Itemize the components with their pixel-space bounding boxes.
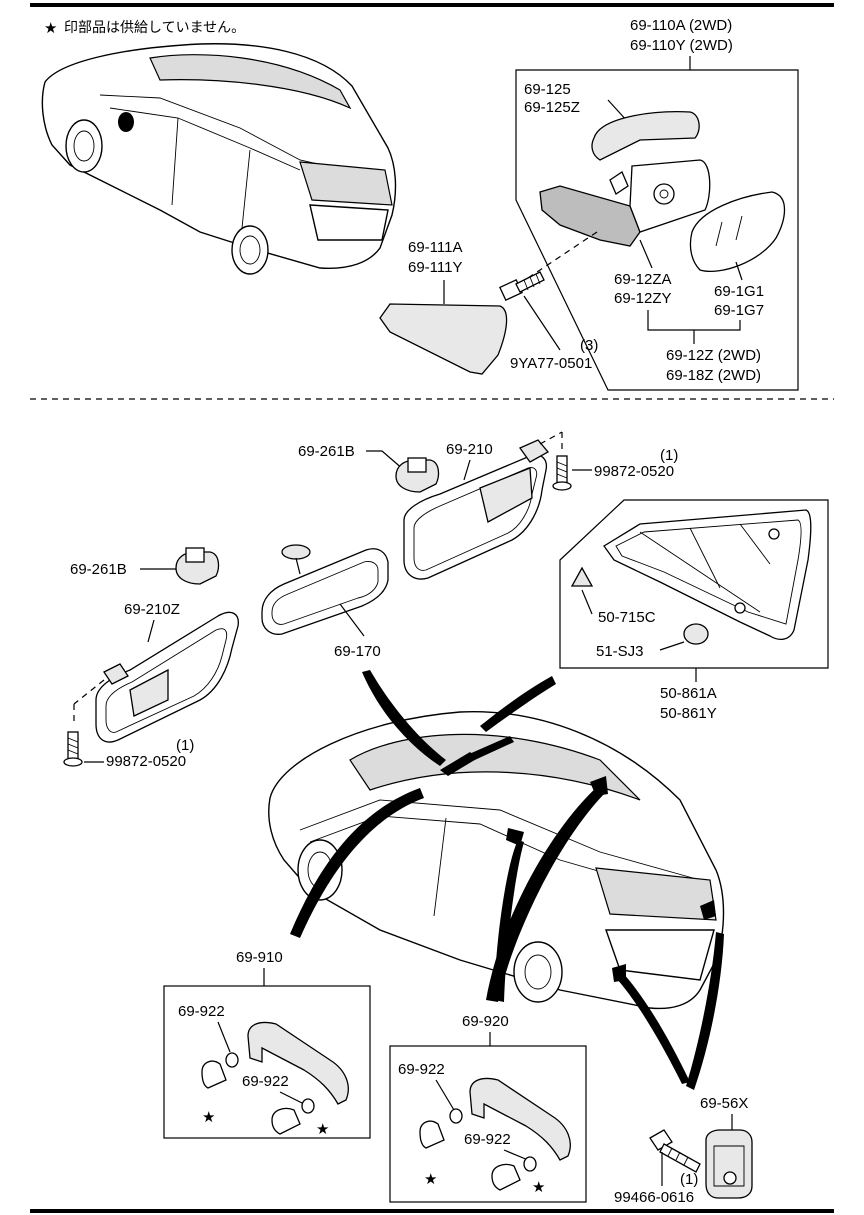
label-69-12z: 69-12Z (2WD) bbox=[666, 347, 761, 364]
star-c: ★ bbox=[424, 1171, 437, 1188]
mirror-garnish bbox=[379, 303, 508, 375]
leader-handle-front bbox=[290, 788, 424, 938]
label-50-861a: 50-861A bbox=[660, 685, 717, 702]
clip-50-715c bbox=[570, 566, 594, 587]
mirror-glass bbox=[689, 191, 786, 272]
note-star: ★ bbox=[44, 20, 57, 37]
screw-99872-upper bbox=[552, 455, 572, 491]
leader-hook-2 bbox=[616, 972, 690, 1084]
clip-51-sj3 bbox=[683, 623, 709, 645]
label-69-125: 69-125 bbox=[524, 81, 571, 98]
assist-grip-front bbox=[247, 1021, 349, 1105]
grip-box-front bbox=[163, 985, 371, 1139]
label-qty1-hook: (1) bbox=[680, 1171, 698, 1188]
top-border bbox=[30, 3, 834, 7]
quarter-trim-box bbox=[559, 499, 829, 669]
sun-visor-holder-upper bbox=[395, 457, 440, 493]
leader-handle-rear-2 bbox=[494, 840, 524, 1002]
label-69-110a: 69-110A (2WD) bbox=[630, 17, 732, 34]
label-50-861y: 50-861Y bbox=[660, 705, 717, 722]
label-69-1g7: 69-1G7 bbox=[714, 302, 764, 319]
label-69-920: 69-920 bbox=[462, 1013, 509, 1030]
mirror-cover bbox=[591, 111, 700, 161]
label-69-210z: 69-210Z bbox=[124, 601, 180, 618]
star-b: ★ bbox=[316, 1121, 329, 1138]
label-69-111a: 69-111A bbox=[408, 239, 463, 256]
bolt-99466 bbox=[649, 1129, 701, 1173]
leader-quarter bbox=[480, 676, 556, 732]
label-99872-0520-lower: 99872-0520 bbox=[106, 753, 186, 770]
label-69-170: 69-170 bbox=[334, 643, 381, 660]
bolt-9ya77 bbox=[499, 271, 545, 302]
assist-grip-rear bbox=[469, 1077, 571, 1161]
screw-99872-lower bbox=[63, 731, 83, 767]
mirror-housing bbox=[539, 185, 641, 247]
sun-visor-holder-lower bbox=[175, 547, 220, 585]
label-99872-0520-upper: 99872-0520 bbox=[594, 463, 674, 480]
label-69-111y: 69-111Y bbox=[408, 259, 463, 276]
note-text: 印部品は供給していません。 bbox=[64, 19, 245, 35]
label-69-56x: 69-56X bbox=[700, 1095, 748, 1112]
label-69-125z: 69-125Z bbox=[524, 99, 580, 116]
leader-hook bbox=[686, 932, 724, 1090]
label-69-922-c: 69-922 bbox=[398, 1061, 445, 1078]
car-top bbox=[41, 43, 397, 275]
label-69-922-b: 69-922 bbox=[242, 1073, 289, 1090]
label-99466-0616: 99466-0616 bbox=[614, 1189, 694, 1206]
label-69-12za: 69-12ZA bbox=[614, 271, 672, 288]
label-9ya77-0501: 9YA77-0501 bbox=[510, 355, 592, 372]
label-50-715c: 50-715C bbox=[598, 609, 656, 626]
label-qty3: (3) bbox=[580, 337, 598, 354]
star-d: ★ bbox=[532, 1179, 545, 1196]
mirror-callout-box bbox=[515, 69, 799, 391]
luggage-hook bbox=[705, 1129, 753, 1199]
label-69-922-d: 69-922 bbox=[464, 1131, 511, 1148]
label-69-910: 69-910 bbox=[236, 949, 283, 966]
rear-view-mirror bbox=[261, 544, 389, 635]
label-qty1-lower: (1) bbox=[176, 737, 194, 754]
grip-box-rear bbox=[389, 1045, 587, 1203]
label-69-210: 69-210 bbox=[446, 441, 493, 458]
label-69-261b-lower: 69-261B bbox=[70, 561, 127, 578]
label-69-261b-upper: 69-261B bbox=[298, 443, 355, 460]
bottom-border bbox=[30, 1209, 834, 1213]
label-69-18z: 69-18Z (2WD) bbox=[666, 367, 761, 384]
label-69-110y: 69-110Y (2WD) bbox=[630, 37, 733, 54]
label-69-922-a: 69-922 bbox=[178, 1003, 225, 1020]
label-51-sj3: 51-SJ3 bbox=[596, 643, 644, 660]
label-69-12zy: 69-12ZY bbox=[614, 290, 672, 307]
star-a: ★ bbox=[202, 1109, 215, 1126]
label-69-1g1: 69-1G1 bbox=[714, 283, 764, 300]
leader-mirror bbox=[362, 670, 446, 766]
label-qty1-upper: (1) bbox=[660, 447, 678, 464]
